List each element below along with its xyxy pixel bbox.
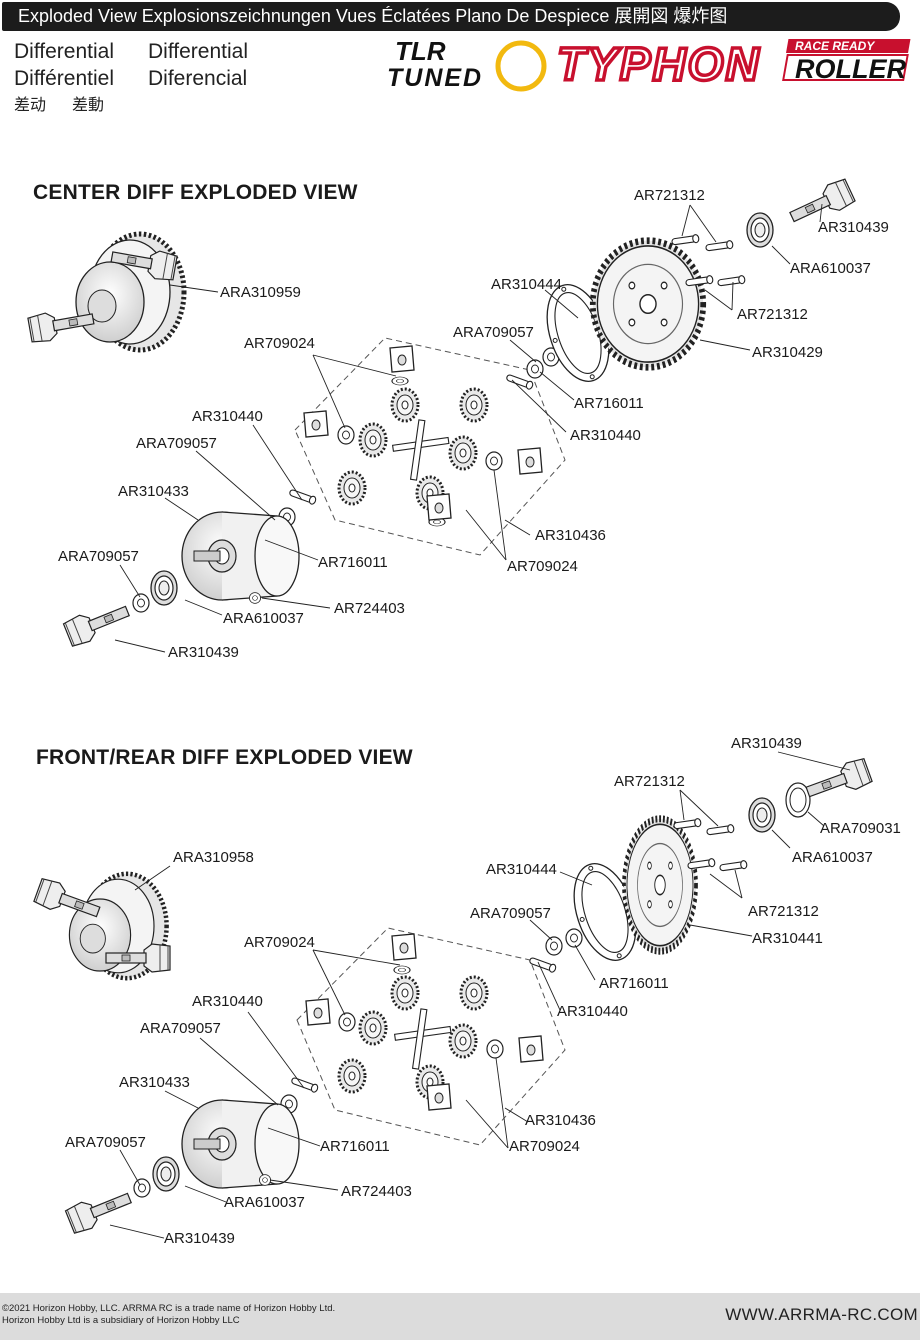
part-label: AR716011	[574, 395, 644, 412]
part-label: ARA610037	[224, 1194, 305, 1211]
frontrear-diff-artwork	[32, 751, 874, 1239]
roller-badge	[782, 54, 909, 81]
logo-race-ready-text: RACE READY	[795, 39, 875, 53]
part-label: ARA709057	[470, 905, 551, 922]
center-diff-title: CENTER DIFF EXPLODED VIEW	[33, 181, 358, 204]
part-label: AR709024	[507, 558, 578, 575]
part-label: AR310440	[192, 993, 263, 1010]
title-es: Diferencial	[148, 67, 248, 90]
footer-copyright: ©2021 Horizon Hobby, LLC. ARRMA RC is a …	[2, 1303, 335, 1327]
part-label: AR310433	[118, 483, 189, 500]
part-label: ARA709057	[58, 548, 139, 565]
part-label: ARA709057	[453, 324, 534, 341]
part-label: AR310439	[731, 735, 802, 752]
part-label: AR721312	[737, 306, 808, 323]
header-bar: Exploded View Explosionszeichnungen Vues…	[2, 2, 900, 31]
part-label: ARA709031	[820, 820, 901, 837]
part-label: AR310436	[535, 527, 606, 544]
title-en: Differential	[14, 40, 114, 63]
part-label: AR310440	[570, 427, 641, 444]
logo-tuned-text: TUNED	[387, 64, 483, 92]
part-label: AR310439	[818, 219, 889, 236]
footer-website-link[interactable]: WWW.ARRMA-RC.COM	[725, 1305, 918, 1324]
part-label: AR310436	[525, 1112, 596, 1129]
part-label: ARA310959	[220, 284, 301, 301]
part-label: AR709024	[244, 934, 315, 951]
part-label: ARA610037	[792, 849, 873, 866]
part-label: AR310439	[164, 1230, 235, 1247]
part-label: ARA709057	[65, 1134, 146, 1151]
part-label: AR310444	[486, 861, 557, 878]
header-bar-text: Exploded View Explosionszeichnungen Vues…	[18, 6, 728, 26]
part-label: AR721312	[748, 903, 819, 920]
footer-line-1: ©2021 Horizon Hobby, LLC. ARRMA RC is a …	[2, 1303, 336, 1314]
part-label: AR310444	[491, 276, 562, 293]
part-label: ARA610037	[223, 610, 304, 627]
part-label: AR724403	[334, 600, 405, 617]
logo-tlr-text: TLR	[395, 36, 446, 66]
part-label: ARA310958	[173, 849, 254, 866]
part-label: AR716011	[320, 1138, 390, 1155]
part-label: AR721312	[634, 187, 705, 204]
logo-typhon-text: TYPHON	[557, 38, 761, 90]
tlr-swoosh-icon	[495, 40, 547, 92]
part-label: AR310439	[168, 644, 239, 661]
part-label: AR716011	[599, 975, 669, 992]
part-label: AR721312	[614, 773, 685, 790]
title-de: Differential	[148, 40, 248, 63]
title-zh: 差动	[14, 97, 47, 114]
footer-line-2: Horizon Hobby Ltd is a subsidiary of Hor…	[2, 1315, 240, 1326]
part-label: AR310429	[752, 344, 823, 361]
part-label: AR310441	[752, 930, 823, 947]
part-label: ARA709057	[136, 435, 217, 452]
race-ready-badge	[786, 39, 911, 53]
part-label: AR310440	[192, 408, 263, 425]
title-ja: 差動	[72, 97, 105, 114]
logo-roller-text: ROLLER	[795, 54, 906, 84]
exploded-view-diagrams	[26, 176, 874, 1239]
part-label: AR724403	[341, 1183, 412, 1200]
part-label: AR716011	[318, 554, 388, 571]
footer: ©2021 Horizon Hobby, LLC. ARRMA RC is a …	[0, 1293, 920, 1340]
center-diff-artwork	[26, 176, 857, 653]
part-label: AR310433	[119, 1074, 190, 1091]
document-titles: Differential Differential Différentiel Dif…	[14, 38, 248, 120]
brand-logo: TLR TUNED TYPHON RACE READY ROLLER	[387, 36, 911, 92]
title-fr: Différentiel	[14, 67, 114, 90]
part-label: AR709024	[509, 1138, 580, 1155]
part-label: ARA709057	[140, 1020, 221, 1037]
part-label: AR310440	[557, 1003, 628, 1020]
frontrear-diff-title: FRONT/REAR DIFF EXPLODED VIEW	[36, 746, 413, 769]
part-label: ARA610037	[790, 260, 871, 277]
part-label: AR709024	[244, 335, 315, 352]
